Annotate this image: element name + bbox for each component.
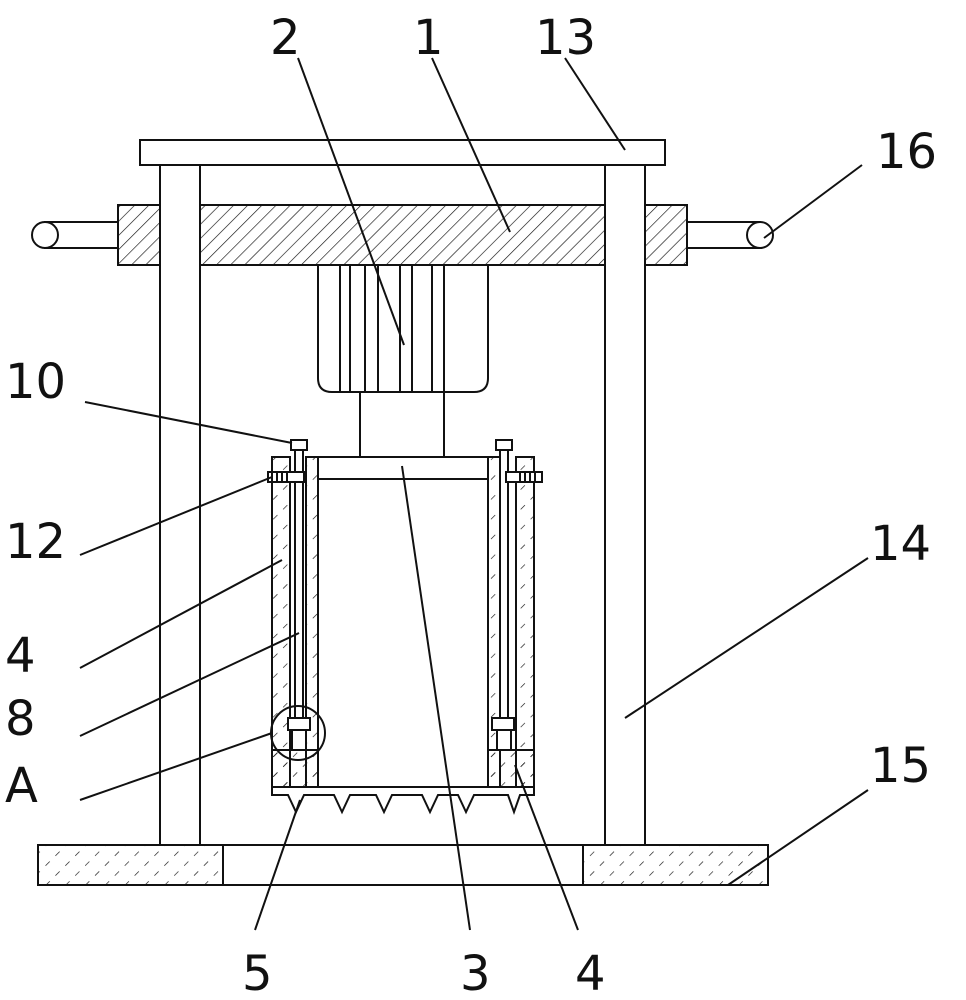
left-lower-block <box>291 729 307 751</box>
leader-13 <box>564 57 626 151</box>
left-wall-outer <box>271 456 291 788</box>
base-right-hatched <box>582 844 769 886</box>
leader-4b <box>514 764 579 931</box>
left-bolt-head <box>290 439 308 451</box>
left-rod <box>294 449 304 731</box>
leader-12 <box>79 476 273 556</box>
left-handle-knob <box>31 221 59 249</box>
top-plate <box>139 139 666 166</box>
label-13: 13 <box>535 10 596 66</box>
right-rod <box>499 449 509 731</box>
label-10: 10 <box>5 354 66 410</box>
motor-shaft <box>359 391 445 458</box>
leader-15 <box>727 789 869 886</box>
leader-16 <box>763 164 863 239</box>
leader-1 <box>431 57 511 233</box>
label-14: 14 <box>870 516 931 572</box>
label-12: 12 <box>5 514 66 570</box>
motor-body <box>317 264 489 393</box>
label-1: 1 <box>413 10 444 66</box>
leader-14 <box>624 557 869 719</box>
right-lower-block <box>496 729 512 751</box>
right-lower-nut <box>491 717 515 731</box>
label-5: 5 <box>242 946 273 1000</box>
leader-10 <box>84 401 293 444</box>
label-4-left: 4 <box>5 628 36 684</box>
label-A: A <box>5 758 38 814</box>
cutting-teeth <box>271 786 535 816</box>
label-3: 3 <box>460 946 491 1000</box>
cylinder-interior <box>317 478 489 788</box>
label-4-right: 4 <box>575 946 606 1000</box>
label-8: 8 <box>5 691 36 747</box>
right-wall-outer <box>515 456 535 788</box>
crossbeam <box>199 204 606 266</box>
left-column <box>159 164 201 846</box>
leader-5 <box>254 799 301 931</box>
label-2: 2 <box>270 10 301 66</box>
right-column <box>604 164 646 846</box>
base-left-hatched <box>37 844 224 886</box>
left-lower-nut <box>287 717 311 731</box>
left-slider-block <box>117 204 161 266</box>
label-16: 16 <box>876 124 937 180</box>
leader-3 <box>401 465 471 931</box>
right-handle-knob <box>746 221 774 249</box>
leader-4a <box>79 559 283 669</box>
right-slider-block <box>644 204 688 266</box>
leader-A <box>79 732 273 801</box>
label-15: 15 <box>870 738 931 794</box>
left-wall-inner <box>305 456 319 788</box>
leader-8 <box>79 632 300 737</box>
leader-2 <box>297 57 405 346</box>
right-bolt-head <box>495 439 513 451</box>
right-wall-bottom <box>487 749 535 788</box>
